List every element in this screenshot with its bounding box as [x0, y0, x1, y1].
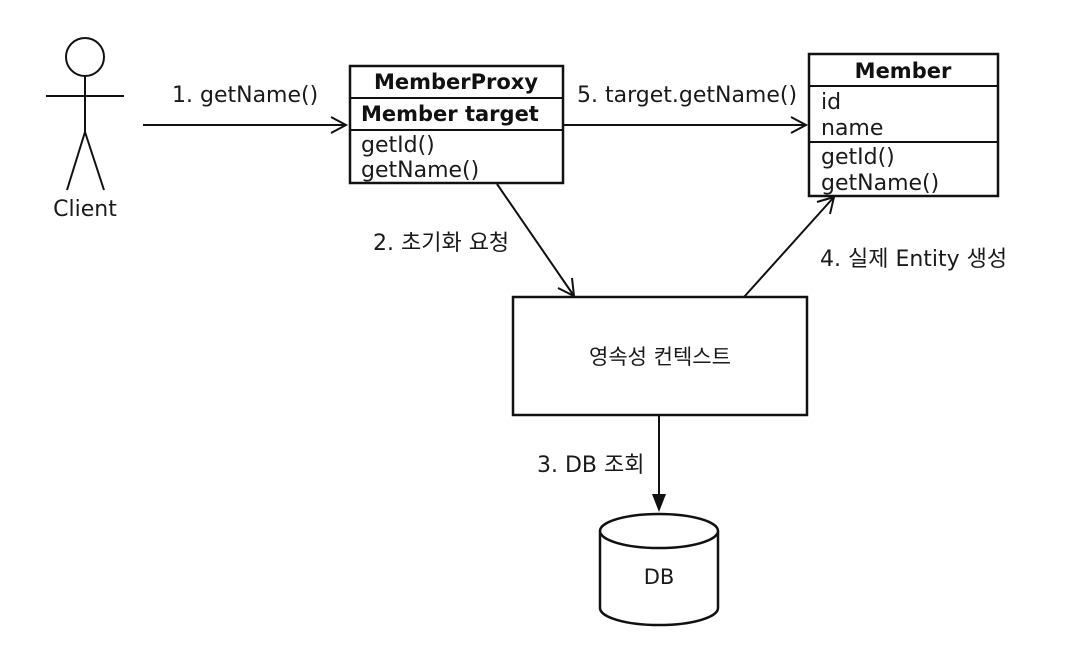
- arrow-step5: [563, 116, 809, 134]
- step5-label: 5. target.getName(): [577, 83, 797, 108]
- arrow-step4-line: [743, 196, 835, 298]
- member-title: Member: [855, 59, 952, 83]
- member-field-id: id: [821, 90, 841, 115]
- member-proxy-title: MemberProxy: [374, 70, 538, 94]
- client-actor: Client: [46, 37, 124, 222]
- member-box: [807, 52, 1000, 198]
- arrow-step2: [496, 183, 576, 298]
- arrow-step4-head: [816, 195, 836, 215]
- step3-label: 3. DB 조회: [537, 453, 645, 478]
- member-proxy-field-target: Member target: [361, 102, 539, 126]
- member-proxy-box: [348, 64, 565, 185]
- arrow-step2-line: [496, 183, 575, 297]
- step4-label: 4. 실제 Entity 생성: [820, 247, 1007, 272]
- db-cylinder-top: [598, 512, 720, 550]
- persistence-context-box: [511, 295, 809, 417]
- client-label: Client: [53, 197, 117, 222]
- arrow-step5-head: [790, 116, 809, 134]
- member-method-getid: getId(): [821, 145, 895, 170]
- persistence-context: 영속성 컨텍스트: [511, 295, 809, 417]
- step2-label: 2. 초기화 요청: [373, 231, 509, 256]
- arrow-step1: [143, 116, 349, 134]
- actor-right-leg: [84, 131, 105, 191]
- member-proxy-class: MemberProxy Member target getId() getNam…: [348, 64, 565, 185]
- db-cylinder-body: [598, 531, 720, 627]
- member-field-name: name: [821, 116, 883, 141]
- actor-left-leg: [66, 131, 86, 191]
- arrow-step3: [652, 415, 666, 512]
- arrow-step3-head: [652, 494, 666, 512]
- arrow-step1-head: [330, 116, 349, 134]
- step1-label: 1. getName(): [172, 83, 318, 108]
- member-proxy-method-getname: getName(): [361, 158, 479, 183]
- arrow-step4: [743, 195, 836, 298]
- member-method-getname: getName(): [821, 171, 939, 196]
- db-label: DB: [644, 565, 675, 589]
- member-class: Member id name getId() getName(): [807, 52, 1000, 198]
- member-proxy-method-getid: getId(): [361, 133, 435, 158]
- database: DB: [598, 512, 720, 627]
- actor-head: [65, 37, 105, 77]
- arrow-step2-head: [557, 277, 576, 298]
- persistence-context-label: 영속성 컨텍스트: [589, 345, 731, 369]
